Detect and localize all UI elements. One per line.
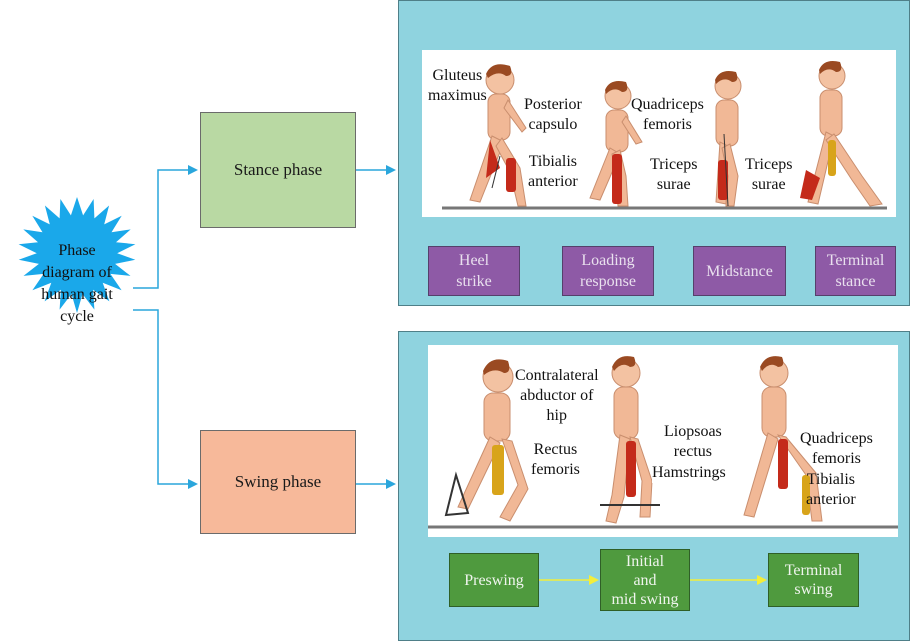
annotation-triceps-surae-1: Triceps surae — [650, 156, 698, 193]
center-node-label: Phase diagram of human gait cycle — [41, 242, 113, 325]
swing-illustration — [428, 345, 898, 537]
stage-preswing[interactable]: Preswing — [449, 553, 539, 607]
stance-phase-label: Stance phase — [233, 160, 323, 179]
walking-figure-7 — [743, 356, 823, 522]
annotation-contralateral-abductor: Contralateral abductor of hip — [515, 367, 599, 424]
stage-terminal-swing[interactable]: Terminal swing — [768, 553, 859, 607]
center-starburst — [18, 197, 136, 313]
swing-phase-label: Swing phase — [234, 472, 322, 491]
stance-figures — [442, 61, 887, 210]
stage-midstance[interactable]: Midstance — [693, 246, 786, 296]
walking-figure-6 — [600, 356, 660, 524]
annotation-quadriceps-femoris-swing: Quadriceps femoris — [800, 430, 873, 467]
walking-figure-1 — [469, 64, 527, 207]
walking-figure-2 — [589, 81, 643, 207]
swing-phase-box[interactable]: Swing phase — [200, 430, 356, 534]
annotation-hamstrings: Hamstrings — [652, 463, 726, 483]
annotation-quadriceps-femoris: Quadriceps femoris — [631, 96, 704, 133]
stance-illustration — [422, 50, 896, 217]
annotation-posterior-capsulo: Posterior capsulo — [524, 96, 582, 133]
annotation-gluteus-maximus: Gluteus maximus — [428, 67, 487, 104]
walking-figure-4 — [800, 61, 883, 207]
annotation-tibialis-anterior-swing: Tibialis anterior — [806, 471, 856, 508]
annotation-tibialis-anterior: Tibialis anterior — [528, 153, 578, 190]
stage-terminal-stance[interactable]: Terminal stance — [815, 246, 896, 296]
stance-phase-box[interactable]: Stance phase — [200, 112, 356, 228]
walking-figure-5 — [444, 359, 529, 522]
annotation-rectus-femoris: Rectus femoris — [531, 441, 580, 478]
stage-loading-response[interactable]: Loading response — [562, 246, 654, 296]
walking-figure-3 — [714, 71, 742, 207]
stage-heel-strike[interactable]: Heel strike — [428, 246, 520, 296]
swing-figures — [428, 356, 898, 529]
stage-initial-mid-swing[interactable]: Initial and mid swing — [600, 549, 690, 611]
annotation-triceps-surae-2: Triceps surae — [745, 156, 793, 193]
